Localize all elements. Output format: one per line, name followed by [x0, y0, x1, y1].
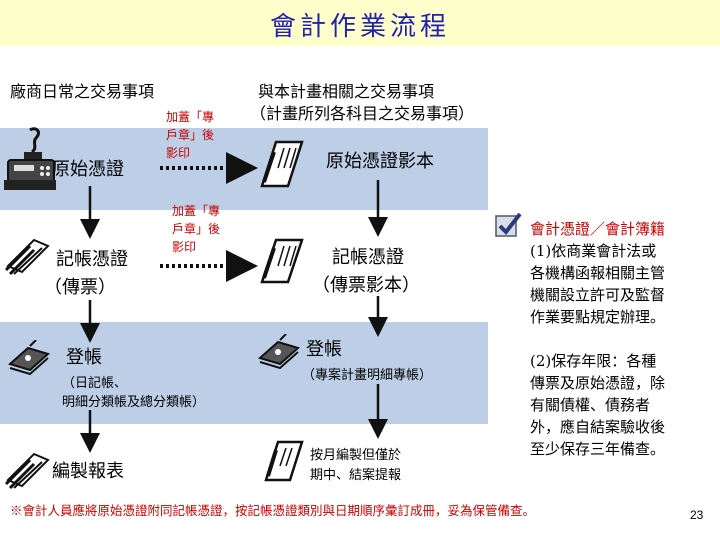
voucher-copy-icon [260, 238, 304, 284]
right-posting-detail: （專案計畫明細專帳） [302, 368, 433, 383]
left-posting-detail-1: （日記帳、 [62, 376, 128, 391]
header-right-line1: 與本計畫相關之交易事項 [258, 82, 435, 101]
left-original-voucher: 原始憑證 [52, 159, 124, 180]
header-right-line2: （計畫所列各科目之交易事項） [250, 104, 475, 123]
side-note-item2-line3: 有關債權、債務者 [530, 396, 651, 414]
side-note-item1-line2: 各機構函報相關主管 [530, 264, 666, 282]
stamp-label-2-line3: 影印 [172, 240, 197, 254]
right-original-voucher-copy: 原始憑證影本 [326, 151, 434, 172]
left-bookkeeping-voucher: 記帳憑證 [56, 249, 128, 270]
stamp-label-2: 加蓋「專 戶章」後 影印 [172, 202, 220, 256]
stamp-label-1-line2: 戶章」後 [166, 128, 215, 142]
report-documents-icon [4, 452, 50, 490]
left-posting: 登帳 [66, 347, 102, 368]
page-number: 23 [690, 508, 704, 522]
project-ledger-icon [257, 334, 301, 370]
stamp-label-2-line2: 戶章」後 [172, 222, 221, 236]
right-bookkeeping-voucher: 記帳憑證 [332, 247, 404, 268]
stamp-label-1-line1: 加蓋「專 [166, 110, 215, 124]
side-note-spacer [530, 328, 718, 350]
side-note-item1-line1: (1)依商業會計法或 [530, 242, 657, 260]
side-note-item2-line4: 外，應自結案驗收後 [530, 418, 666, 436]
right-bookkeeping-voucher-sub: （傳票影本） [312, 275, 420, 296]
ledger-books-icon [7, 340, 51, 376]
side-note: 會計憑證／會計簿籍 (1)依商業會計法或 各機構函報相關主管 機關設立許可及監督… [530, 218, 718, 460]
checkbox-icon [495, 212, 522, 237]
side-note-item2-line5: 至少保存三年備查。 [530, 440, 666, 458]
page-title: 會計作業流程 [269, 12, 450, 42]
right-posting: 登帳 [306, 339, 342, 360]
stamp-label-2-line1: 加蓋「專 [172, 204, 221, 218]
stamp-label-1: 加蓋「專 戶章」後 影印 [166, 108, 214, 162]
side-note-item1-line3: 機關設立許可及監督 [530, 286, 666, 304]
title-bar [0, 0, 720, 46]
side-note-title: 會計憑證／會計簿籍 [530, 220, 666, 238]
footnote: ※會計人員應將原始憑證附同記帳憑證，按記帳憑證類別與日期順序彙訂成冊，妥為保管備… [10, 503, 536, 518]
documents-stack-icon [4, 238, 50, 276]
side-note-item2-line1: (2)保存年限：各種 [530, 352, 657, 370]
header-left: 廠商日常之交易事項 [10, 82, 155, 101]
report-copy-icon [264, 440, 304, 482]
stamp-label-1-line3: 影印 [166, 146, 191, 160]
document-copy-icon [260, 140, 304, 188]
side-note-item1-line4: 作業要點規定辦理。 [530, 308, 666, 326]
left-bookkeeping-voucher-sub: （傳票） [44, 277, 116, 298]
right-monthly-line2: 期中、結案提報 [310, 468, 402, 483]
left-prepare-report: 編製報表 [52, 461, 124, 482]
left-posting-detail-2: 明細分類帳及總分類帳） [62, 395, 206, 410]
right-monthly-line1: 按月編製但僅於 [310, 448, 402, 463]
cash-register-icon [4, 127, 56, 190]
side-note-item2-line2: 傳票及原始憑證，除 [530, 374, 666, 392]
